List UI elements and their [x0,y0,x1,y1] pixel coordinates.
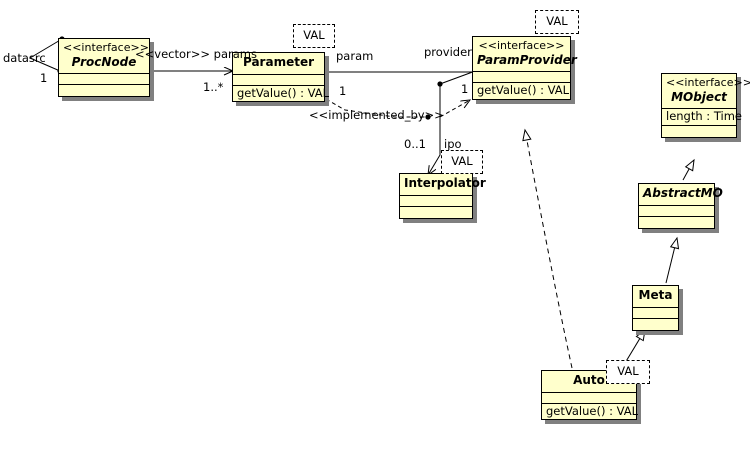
interpolator-name-compartment: Interpolator [400,174,486,196]
template-param-label-interpolator: VAL [451,154,473,169]
meta-attributes-compartment [633,308,678,319]
meta-name-compartment: Meta [633,286,678,308]
abstractmo-class-name: AbstractMO [643,186,723,200]
procnode-name-compartment: <<interface>> ProcNode [59,39,149,75]
parameter-operations-compartment: getValue() : VAL [237,85,330,100]
edge-paramprovider-ipo-interpolator [428,84,441,175]
auto-attributes-compartment [542,393,636,404]
interpolator-class-name: Interpolator [404,176,486,190]
edge-label-params-multiplicity: 1..* [203,80,224,94]
template-param-box-interpolator: VAL [441,150,483,174]
parameter-name-compartment: Parameter [233,53,324,75]
paramprovider-name-compartment: <<interface>> ParamProvider [473,37,577,73]
parameter-attributes-compartment [233,75,324,86]
edge-label-ipo-role: ipo [444,137,462,151]
auto-operations-compartment: getValue() : VAL [546,403,639,418]
mobject-stereotype: <<interface>> [666,76,750,89]
template-param-box-parameter: VAL [293,24,335,48]
auto-class-name: Auto [573,373,605,387]
edge-meta-extends-abstractmo [665,236,680,284]
template-param-box-auto: VAL [606,360,650,384]
class-box-abstractmo[interactable]: AbstractMO [638,183,723,229]
edge-label-datasrc: datasrc [3,51,46,65]
procnode-attributes-compartment [59,74,149,86]
paramprovider-stereotype: <<interface>> [478,39,565,52]
parameter-class-name: Parameter [242,55,315,69]
edge-abstractmo-realizes-mobject [682,158,695,181]
meta-operations-compartment [633,319,678,330]
abstractmo-operations-compartment [639,217,714,228]
edge-procnode-params-parameter [135,64,233,78]
procnode-stereotype: <<interface>> [63,41,149,54]
mobject-attributes-compartment: length : Time [662,109,742,126]
edge-label-param-multiplicity: 1 [339,84,347,98]
mobject-operations-compartment [662,126,736,137]
edge-label-provider-multiplicity: 1 [461,82,469,96]
template-param-label-auto: VAL [617,364,639,379]
edge-label-implemented-by: <<implemented_by>> [309,108,444,122]
abstractmo-name-compartment: AbstractMO [639,184,723,206]
abstractmo-attributes-compartment [639,206,714,217]
paramprovider-operations-compartment: getValue() : VAL [477,83,570,98]
paramprovider-attributes-compartment [473,72,570,84]
mobject-class-name: MObject [671,89,727,104]
class-box-procnode[interactable]: <<interface>> ProcNode [58,38,150,98]
edge-label-vector-params: <<vector>> params [135,47,257,61]
paramprovider-class-name: ParamProvider [477,52,577,67]
class-box-parameter[interactable]: Parameter getValue() : VAL [232,52,330,102]
edge-label-datasrc-multiplicity: 1 [40,71,48,85]
auto-name-compartment: Auto [542,371,636,393]
interpolator-operations-compartment [400,207,472,218]
edge-label-provider-role: provider [424,45,472,59]
template-param-box-paramprovider: VAL [535,10,579,34]
mobject-name-compartment: <<interface>> MObject [662,74,750,110]
edge-label-param-role: param [336,49,374,63]
edge-parameter-provider-paramprovider [325,69,479,87]
procnode-operations-compartment [59,85,149,96]
interpolator-attributes-compartment [400,196,472,207]
class-box-mobject[interactable]: <<interface>> MObject length : Time [661,73,750,138]
template-param-label-parameter: VAL [303,28,325,43]
procnode-class-name: ProcNode [71,54,137,69]
template-param-label-paramprovider: VAL [546,14,568,29]
class-box-paramprovider[interactable]: <<interface>> ParamProvider getValue() :… [472,36,577,100]
class-box-meta[interactable]: Meta [632,285,679,331]
meta-class-name: Meta [638,288,673,302]
edge-auto-realizes-paramprovider [522,128,573,369]
edge-label-ipo-multiplicity: 0..1 [404,137,426,151]
class-box-interpolator[interactable]: Interpolator [399,173,486,219]
